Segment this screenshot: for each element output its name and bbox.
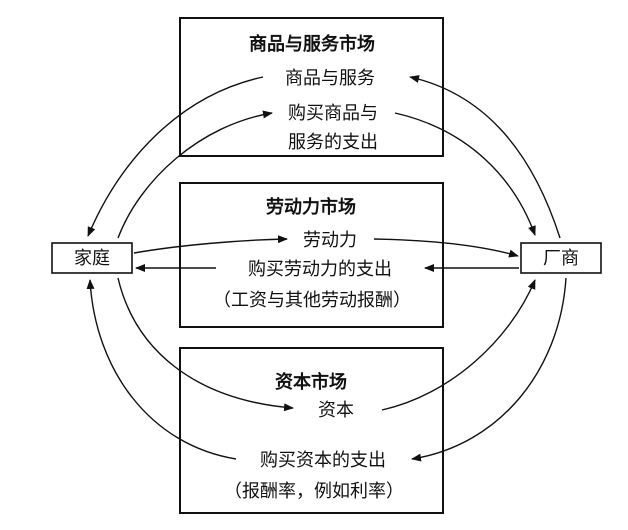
- labor-flow-from-household-arrow: [133, 235, 288, 254]
- goods-spending-from-household-arrow: [117, 110, 273, 239]
- labor-flow-to-firm-arrow: [373, 238, 519, 258]
- goods-market-box: [179, 17, 444, 157]
- capital-flow-from-household-arrow: [117, 277, 294, 412]
- labor-spending-label: 购买劳动力的支出: [248, 259, 392, 280]
- labor-compensation-label: （工资与其他劳动报酬）: [213, 290, 411, 311]
- labor-market-box: [179, 182, 444, 328]
- household-box: [51, 242, 133, 274]
- capital-market-box: [179, 347, 444, 514]
- capital-spending-from-firm-arrow: [411, 277, 567, 462]
- capital-market-title: 资本市场: [275, 371, 347, 393]
- capital-flow-to-firm-arrow: [381, 279, 536, 411]
- capital-flow-label: 资本: [318, 400, 354, 421]
- labor-flow-label: 劳动力: [303, 230, 357, 251]
- capital-spending-to-household-arrow: [86, 279, 237, 460]
- goods-services-flow-label: 商品与服务: [285, 68, 375, 89]
- goods-services-to-household-arrow: [87, 76, 264, 237]
- goods-spending-label-line1: 购买商品与: [288, 103, 378, 124]
- goods-spending-to-firm-arrow: [394, 112, 536, 236]
- capital-return-label: （报酬率，例如利率）: [224, 481, 404, 502]
- goods-services-flow-arrow: [409, 75, 561, 239]
- goods-market-title: 商品与服务市场: [249, 33, 375, 55]
- goods-spending-label-line2: 服务的支出: [288, 132, 378, 153]
- labor-market-title: 劳动力市场: [266, 196, 356, 218]
- firm-box: [520, 242, 602, 274]
- household-label: 家庭: [74, 248, 110, 269]
- firm-label: 厂商: [543, 248, 579, 269]
- capital-spending-label: 购买资本的支出: [260, 450, 386, 471]
